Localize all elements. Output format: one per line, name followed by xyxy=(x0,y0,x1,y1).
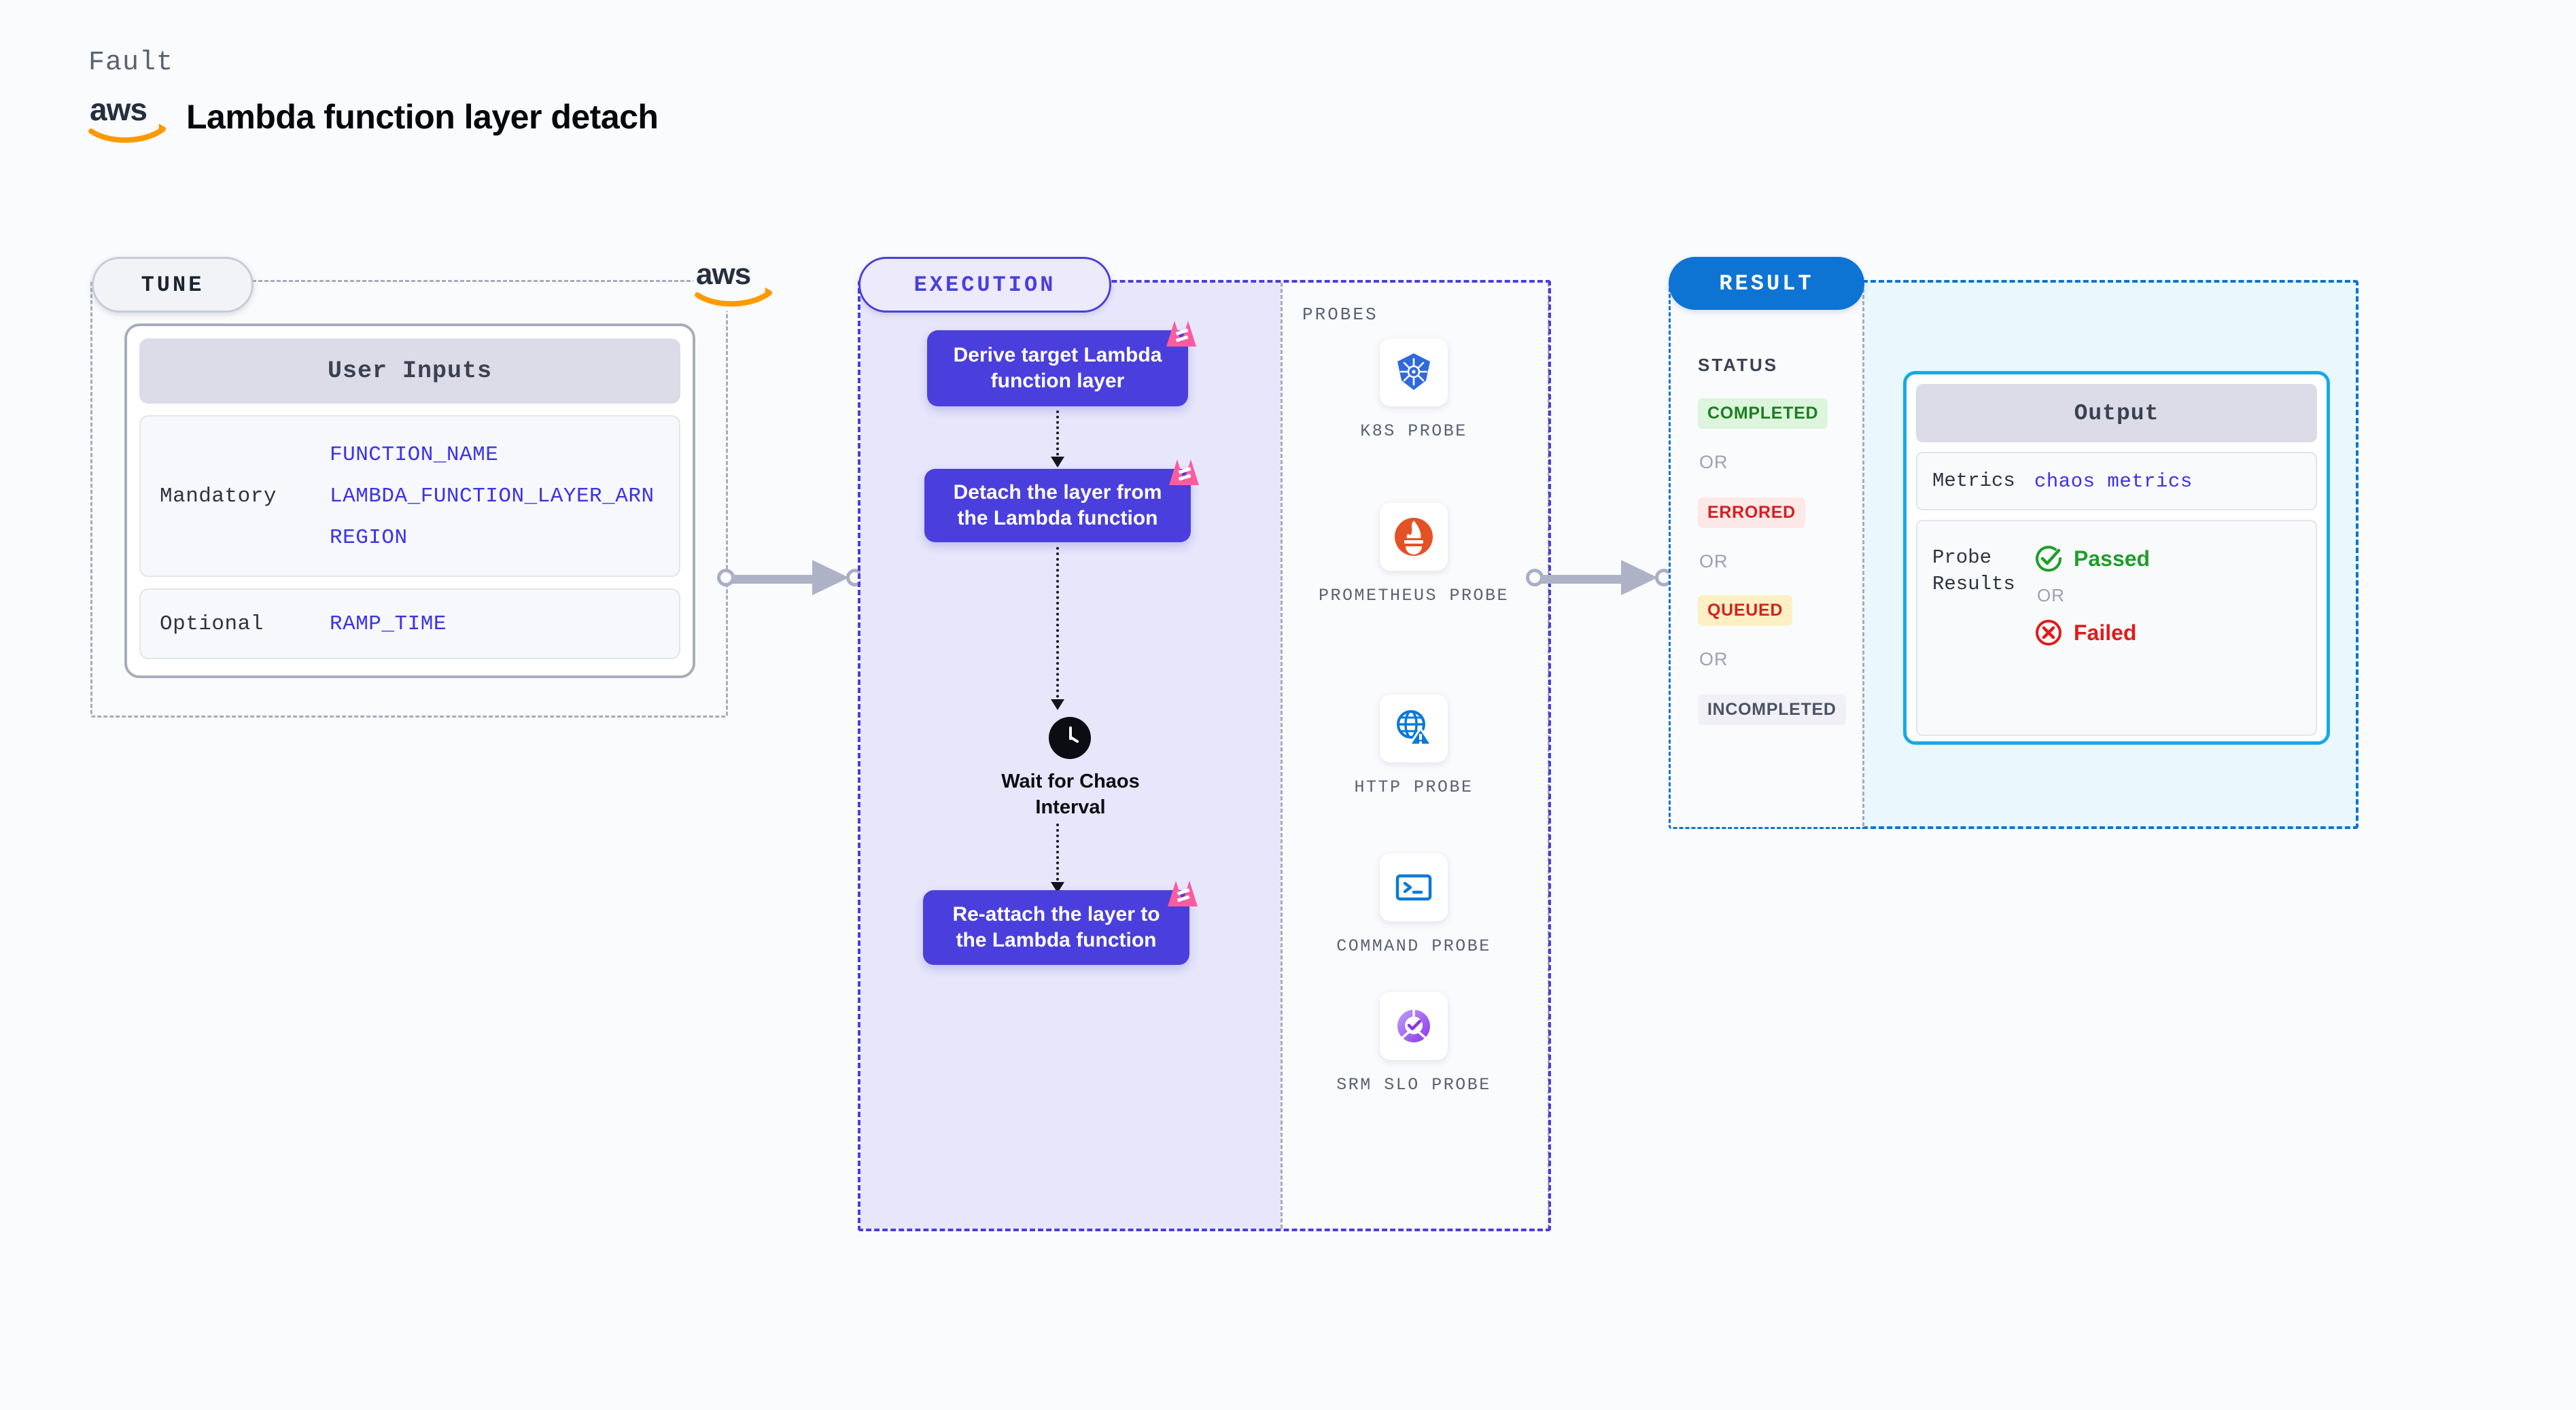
page-header: Fault aws Lambda function layer detach xyxy=(88,48,659,143)
optional-params-block: Optional RAMP_TIME xyxy=(139,588,680,659)
param-ramp-time: RAMP_TIME xyxy=(330,612,447,636)
probe-tile xyxy=(1380,992,1448,1060)
connector-arrowhead xyxy=(812,560,849,595)
flow-arrow-1 xyxy=(1051,410,1064,468)
probes-title: PROBES xyxy=(1302,304,1378,325)
harness-chaos-badge-icon xyxy=(1166,879,1199,908)
svg-text:aws: aws xyxy=(90,92,147,127)
execution-panel xyxy=(858,280,1551,1231)
optional-label: Optional xyxy=(160,612,264,636)
wait-for-chaos-interval-label: Wait for Chaos Interval xyxy=(1001,771,1140,818)
probe-item-command[interactable]: COMMAND PROBE xyxy=(1312,853,1516,958)
output-title: Output xyxy=(1916,384,2317,442)
param-region: REGION xyxy=(330,525,408,550)
execution-step-1[interactable]: Derive target Lambda function layer xyxy=(927,321,1196,406)
probe-result-passed-label: Passed xyxy=(2074,546,2151,571)
probe-tile xyxy=(1380,853,1448,921)
status-badge-incompleted: INCOMPLETED xyxy=(1698,694,1846,725)
execution-step-2-label: Detach the layer from the Lambda functio… xyxy=(953,480,1162,529)
probe-result-or: OR xyxy=(2037,585,2065,605)
probe-item-k8s[interactable]: K8S PROBE xyxy=(1312,338,1516,443)
probe-item-prometheus[interactable]: PROMETHEUS PROBE xyxy=(1312,503,1516,607)
check-circle-icon xyxy=(2036,546,2062,572)
tune-aws-logo: aws xyxy=(693,254,775,311)
status-or-1: OR xyxy=(1699,452,1728,472)
stage-badge-execution[interactable]: EXECUTION xyxy=(858,257,1111,313)
http-globe-warning-icon xyxy=(1397,710,1433,746)
probe-label: K8S PROBE xyxy=(1360,421,1467,441)
connector-line xyxy=(732,575,820,584)
output-probe-results-key: Probe Results xyxy=(1932,546,2015,596)
prometheus-icon xyxy=(1395,518,1433,556)
probe-label: COMMAND PROBE xyxy=(1336,936,1491,956)
probe-tile xyxy=(1380,694,1448,762)
output-metrics-value: chaos metrics xyxy=(2034,470,2193,493)
terminal-icon xyxy=(1395,874,1432,901)
user-inputs-title: User Inputs xyxy=(139,338,680,404)
execution-step-1-label: Derive target Lambda function layer xyxy=(953,343,1162,392)
probe-label: SRM SLO PROBE xyxy=(1336,1075,1491,1095)
probe-item-http[interactable]: HTTP PROBE xyxy=(1312,694,1516,799)
output-metrics-key: Metrics xyxy=(1932,470,2015,493)
probe-tile xyxy=(1380,503,1448,571)
status-badge-queued: QUEUED xyxy=(1698,595,1793,626)
status-badge-completed: COMPLETED xyxy=(1698,398,1828,429)
status-or-3: OR xyxy=(1699,649,1728,669)
page-title: Lambda function layer detach xyxy=(186,98,659,136)
status-label: STATUS xyxy=(1698,355,1779,375)
tune-panel xyxy=(90,280,728,718)
connector-execution-result xyxy=(1526,557,1682,598)
connector-tune-execution xyxy=(717,557,867,598)
param-lambda-function-layer-arn: LAMBDA_FUNCTION_LAYER_ARN xyxy=(330,484,655,508)
stage-badge-tune[interactable]: TUNE xyxy=(92,257,254,313)
result-panel-divider xyxy=(1862,283,1864,826)
probe-tile xyxy=(1380,338,1448,406)
probe-result-failed-label: Failed xyxy=(2074,620,2137,645)
harness-chaos-badge-icon xyxy=(1168,458,1200,487)
output-row-probe-results: Probe Results Passed OR Failed xyxy=(1916,520,2317,736)
flow-arrow-3 xyxy=(1051,824,1064,893)
status-or-2: OR xyxy=(1699,551,1728,571)
connector-arrowhead xyxy=(1621,560,1658,595)
user-inputs-card: User Inputs Mandatory FUNCTION_NAME LAMB… xyxy=(124,323,695,678)
execution-step-3-label: Re-attach the layer to the Lambda functi… xyxy=(952,902,1160,951)
probe-label: HTTP PROBE xyxy=(1354,777,1474,797)
output-row-metrics: Metrics chaos metrics xyxy=(1916,452,2317,510)
probe-label: PROMETHEUS PROBE xyxy=(1318,586,1510,605)
param-function-name: FUNCTION_NAME xyxy=(330,442,499,467)
execution-step-2[interactable]: Detach the layer from the Lambda functio… xyxy=(924,459,1199,542)
result-status-panel xyxy=(1669,280,1864,829)
probe-item-srm-slo[interactable]: SRM SLO PROBE xyxy=(1312,992,1516,1097)
connector-line xyxy=(1541,575,1629,584)
execution-step-3[interactable]: Re-attach the layer to the Lambda functi… xyxy=(923,881,1198,965)
status-badge-errored: ERRORED xyxy=(1698,497,1805,528)
probe-result-passed: Passed xyxy=(2034,544,2150,573)
stage-badge-result[interactable]: RESULT xyxy=(1669,257,1864,310)
x-circle-icon xyxy=(2036,620,2061,646)
mandatory-params-block: Mandatory FUNCTION_NAME LAMBDA_FUNCTION_… xyxy=(139,415,680,577)
output-card: Output Metrics chaos metrics Probe Resul… xyxy=(1903,371,2330,745)
svg-text:aws: aws xyxy=(696,258,750,291)
probe-result-failed: Failed xyxy=(2034,618,2150,647)
aws-logo: aws xyxy=(88,90,169,143)
srm-slo-icon xyxy=(1397,1010,1430,1042)
fault-kicker: Fault xyxy=(88,48,174,78)
clock-icon xyxy=(1049,717,1091,759)
kubernetes-icon xyxy=(1397,353,1430,390)
mandatory-label: Mandatory xyxy=(160,484,277,508)
harness-chaos-badge-icon xyxy=(1165,319,1198,348)
flow-arrow-2 xyxy=(1051,547,1064,710)
